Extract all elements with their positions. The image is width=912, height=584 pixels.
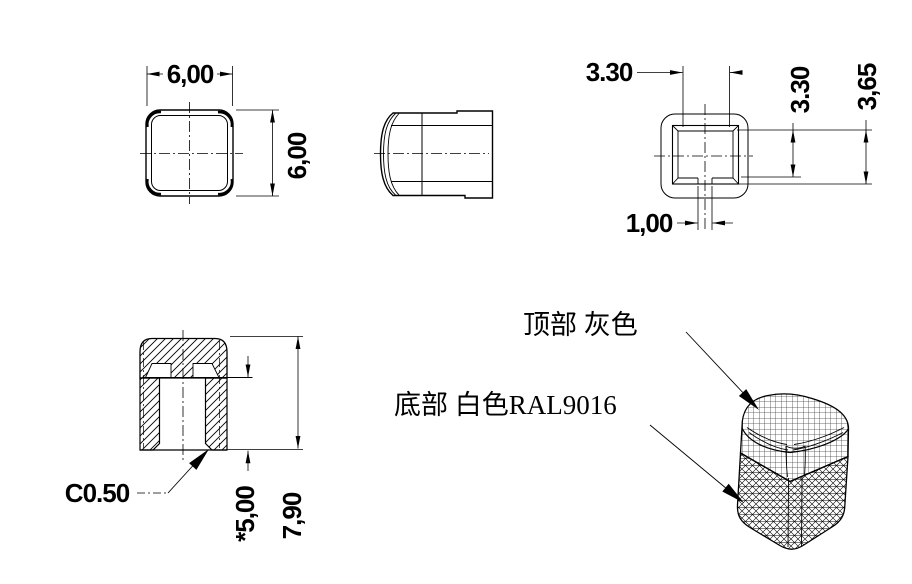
dim-top-width: 6,00 [163, 61, 217, 87]
side-view [374, 110, 494, 199]
bottom-view-dimension-lines [637, 66, 872, 230]
iso-view-leaders [649, 331, 759, 503]
bottom-color-leader-arrowhead [722, 483, 744, 503]
section-view [139, 330, 253, 462]
dim-top-height: 6,00 [282, 132, 312, 180]
iso-view [736, 393, 850, 550]
chamfer-leader-arrowhead [189, 449, 209, 470]
label-bottom-part-color: 底部 白色RAL9016 [394, 390, 617, 420]
top-view [140, 102, 243, 204]
top-color-leader-arrowhead [738, 389, 759, 410]
dim-recess-depth-outer: 3,65 [852, 54, 882, 120]
dim-inner-depth: *5,00 [230, 486, 260, 542]
dim-recess-width: 3.30 [585, 57, 634, 87]
bottom-view [654, 104, 753, 232]
dim-recess-depth-inner: 3.30 [785, 57, 815, 123]
dim-notch-width: 1,00 [625, 208, 674, 238]
dim-chamfer-note: C0.50 [64, 478, 130, 508]
dim-overall-height: 7,90 [277, 492, 307, 540]
label-top-part-color: 顶部 灰色 [523, 310, 638, 340]
